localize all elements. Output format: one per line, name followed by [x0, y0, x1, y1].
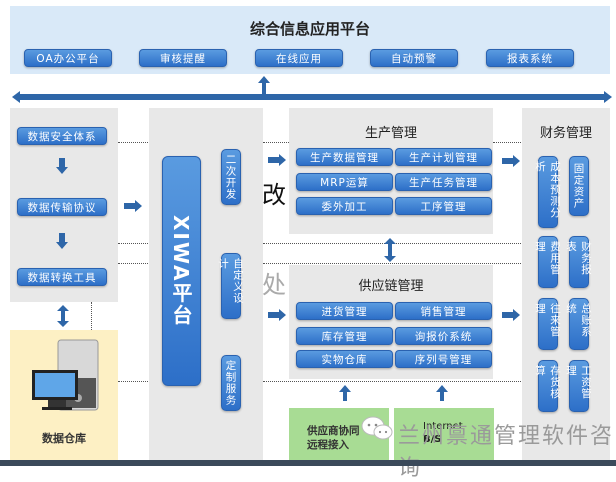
mrp-calc-button[interactable]: MRP运算: [296, 173, 393, 191]
auto-alert-button[interactable]: 自动预警: [370, 49, 458, 67]
ar-ap-mgmt-button[interactable]: 往来管理: [534, 298, 561, 350]
physical-warehouse-button[interactable]: 实物仓库: [296, 350, 393, 368]
right-arrow-icon: [124, 200, 142, 212]
outsourcing-button[interactable]: 委外加工: [296, 197, 393, 215]
internet-bs-access[interactable]: [394, 408, 494, 460]
data-security-button[interactable]: 数据安全体系: [17, 127, 107, 145]
production-plan-button[interactable]: 生产计划管理: [395, 148, 492, 166]
dotted-connector: [493, 142, 523, 143]
audit-reminder-button[interactable]: 审核提醒: [139, 49, 227, 67]
xiwa-platform-core[interactable]: XIWA平台: [162, 156, 201, 386]
process-mgmt-button[interactable]: 工序管理: [395, 197, 492, 215]
general-ledger-button[interactable]: 总账系统: [565, 298, 592, 350]
dotted-connector: [118, 263, 148, 264]
up-arrow-icon: [436, 385, 448, 401]
supply-chain-title: 供应链管理: [358, 279, 424, 294]
right-arrow-icon: [502, 309, 520, 321]
down-arrow-icon: [56, 233, 68, 249]
quote-system-button[interactable]: 询报价系统: [395, 327, 492, 345]
payroll-mgmt-button[interactable]: 工资管理: [565, 360, 592, 412]
oa-office-button[interactable]: OA办公平台: [24, 49, 112, 67]
dotted-connector: [118, 142, 148, 143]
serial-number-button[interactable]: 序列号管理: [395, 350, 492, 368]
inventory-mgmt-button[interactable]: 库存管理: [296, 327, 393, 345]
production-title: 生产管理: [364, 126, 417, 141]
up-arrow-icon: [258, 76, 270, 96]
double-arrow-vertical-icon: [57, 305, 69, 327]
integrated-platform-title: 综合信息应用平台: [249, 20, 370, 38]
expense-mgmt-button[interactable]: 费用管理: [534, 236, 561, 288]
data-conversion-tool-button[interactable]: 数据转换工具: [17, 268, 107, 286]
fixed-assets-button[interactable]: 固定资产: [569, 156, 589, 216]
computer-server-icon: [32, 339, 99, 411]
double-arrow-vertical-icon: [384, 238, 396, 262]
custom-design-button[interactable]: 自定义设计: [217, 253, 244, 319]
supplier-access-line2: 远程接入: [307, 439, 349, 451]
production-data-button[interactable]: 生产数据管理: [296, 148, 393, 166]
inventory-accounting-button[interactable]: 存货核算: [534, 360, 561, 412]
sales-mgmt-button[interactable]: 销售管理: [395, 302, 492, 320]
financial-report-button[interactable]: 财务报表: [565, 236, 592, 288]
wechat-icon: [361, 416, 393, 440]
dotted-connector: [118, 243, 148, 244]
finance-panel: [522, 108, 610, 460]
dotted-connector: [118, 381, 148, 382]
right-arrow-icon: [268, 154, 286, 166]
right-arrow-icon: [502, 155, 520, 167]
supplier-access-line1: 供应商协同: [307, 425, 360, 437]
dotted-connector: [263, 263, 523, 264]
watermark-text: 兰州禀通管理软件咨询: [398, 424, 615, 481]
bottom-border: [0, 460, 616, 466]
custom-service-button[interactable]: 定制服务: [221, 355, 241, 411]
bus-arrow-left-icon: [12, 91, 20, 103]
cost-forecast-button[interactable]: 成本预测分析: [534, 156, 561, 228]
production-task-button[interactable]: 生产任务管理: [395, 173, 492, 191]
ghost-character: 改: [262, 181, 286, 209]
dotted-connector: [263, 381, 523, 382]
down-arrow-icon: [56, 158, 68, 174]
online-app-button[interactable]: 在线应用: [255, 49, 343, 67]
ghost-character: 处: [262, 271, 286, 299]
bus-arrow-right-icon: [604, 91, 612, 103]
data-transfer-protocol-button[interactable]: 数据传输协议: [17, 198, 107, 216]
data-warehouse-label: 数据仓库: [42, 432, 86, 445]
dotted-connector: [263, 142, 289, 143]
secondary-dev-button[interactable]: 二次开发: [221, 149, 241, 205]
purchase-mgmt-button[interactable]: 进货管理: [296, 302, 393, 320]
finance-title: 财务管理: [539, 126, 592, 141]
bs-label: B/S: [423, 434, 442, 445]
up-arrow-icon: [339, 385, 351, 401]
dotted-connector: [91, 302, 92, 330]
right-arrow-icon: [268, 309, 286, 321]
integrated-platform-bar: 综合信息应用平台 OA办公平台 审核提醒 在线应用 自动预警 报表系统: [10, 6, 610, 74]
internet-label: Internet: [423, 421, 463, 432]
bus-line: [17, 94, 604, 100]
report-system-button[interactable]: 报表系统: [486, 49, 574, 67]
